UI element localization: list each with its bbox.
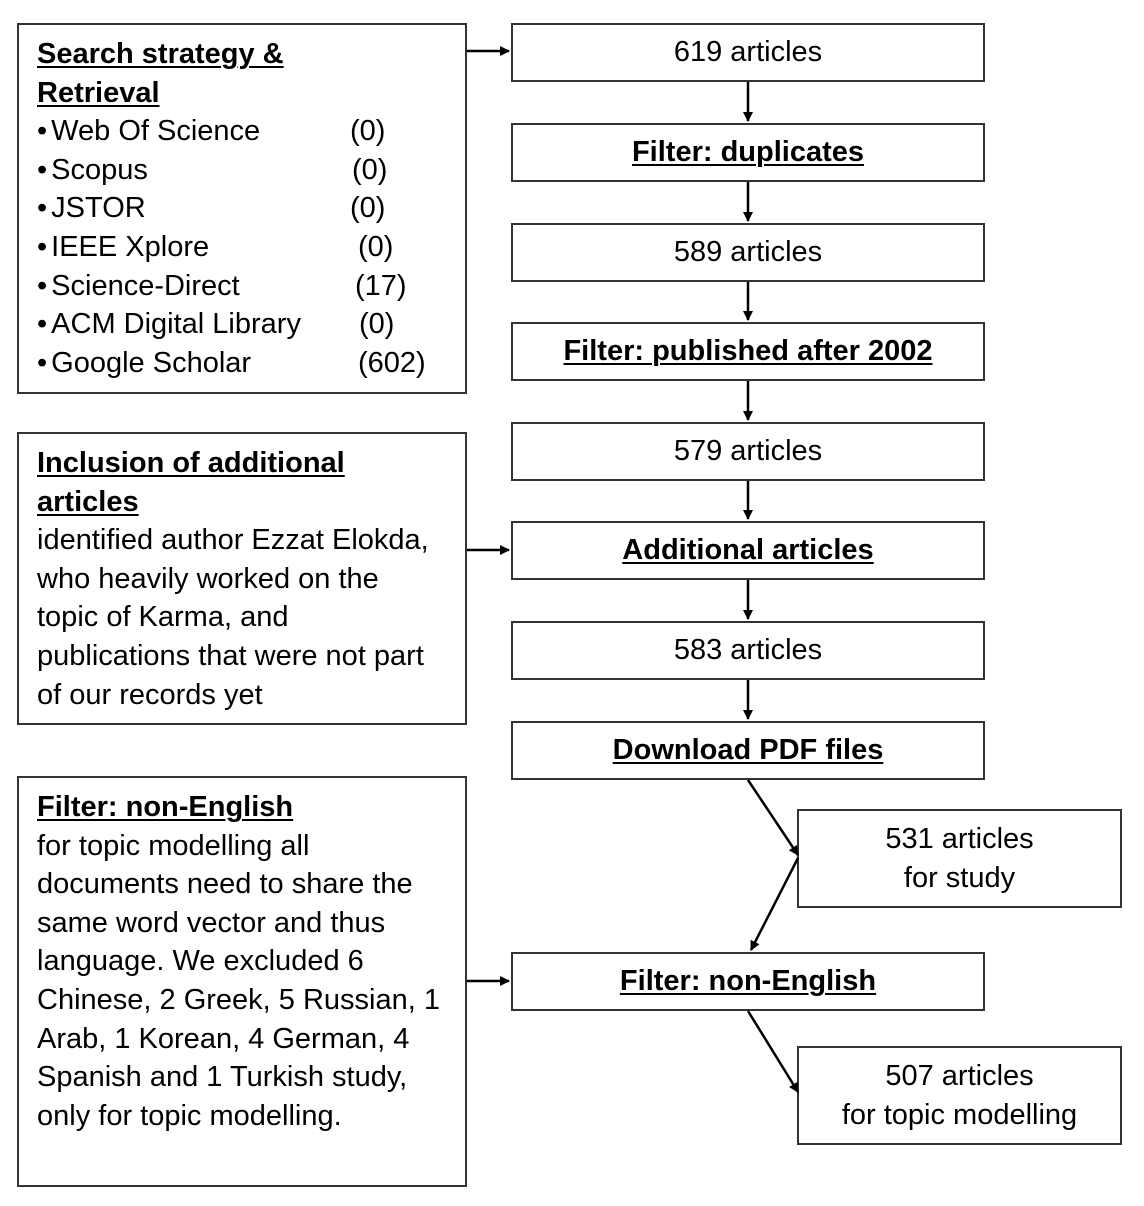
- source-name: IEEE Xplore: [51, 230, 210, 263]
- source-count: (0): [350, 115, 386, 148]
- source-count: (17): [355, 269, 407, 302]
- node-589-articles: 589 articles: [511, 223, 985, 282]
- bullet-icon: •: [37, 346, 48, 379]
- node-filter-duplicates: Filter: duplicates: [511, 123, 985, 182]
- search-strategy-box: Search strategy & Retrieval •Web Of Scie…: [17, 23, 467, 394]
- bullet-icon: •: [37, 192, 48, 225]
- nonenglish-note-heading: Filter: non-English: [37, 791, 294, 823]
- source-name: Google Scholar: [51, 346, 252, 379]
- node-download-pdf-files: Download PDF files: [511, 721, 985, 780]
- bullet-icon: •: [37, 153, 48, 186]
- arrow-531-to-nonenglish: [749, 857, 800, 951]
- nonenglish-note-text: for topic modelling all documents need t…: [37, 829, 440, 1132]
- source-name: Scopus: [51, 153, 148, 186]
- inclusion-heading: Inclusion of additional articles: [37, 447, 345, 518]
- source-list: •Web Of Science(0)•Scopus(0)•JSTOR(0)•IE…: [37, 112, 447, 382]
- source-name: ACM Digital Library: [51, 308, 301, 341]
- source-count: (0): [352, 153, 388, 186]
- additional-articles-label: Additional articles: [622, 534, 874, 566]
- node-619-label: 619 articles: [673, 36, 823, 68]
- filter-duplicates-label: Filter: duplicates: [631, 136, 865, 168]
- arrow-download-to-531: [746, 779, 800, 856]
- bullet-icon: •: [37, 269, 48, 302]
- arrow-nonenglish-to-507: [746, 1010, 800, 1093]
- node-531-line1: 531 articles: [885, 822, 1034, 855]
- source-item: •IEEE Xplore (0): [37, 228, 447, 267]
- node-579-label: 579 articles: [673, 435, 823, 467]
- source-count: (0): [350, 192, 386, 225]
- source-count: (0): [359, 308, 395, 341]
- source-count: (0): [358, 230, 394, 263]
- node-589-label: 589 articles: [673, 236, 823, 268]
- source-item: •Web Of Science (0): [37, 112, 447, 151]
- node-507-line2: for topic modelling: [841, 1098, 1078, 1131]
- bullet-icon: •: [37, 230, 48, 263]
- source-item: •JSTOR (0): [37, 189, 447, 228]
- nonenglish-note-box: Filter: non-English for topic modelling …: [17, 776, 467, 1187]
- inclusion-text: identified author Ezzat Elokda, who heav…: [37, 524, 429, 711]
- node-531-articles: 531 articles for study: [797, 809, 1122, 908]
- source-name: Science-Direct: [51, 269, 240, 302]
- source-name: Web Of Science: [51, 115, 261, 148]
- node-additional-articles: Additional articles: [511, 521, 985, 580]
- bullet-icon: •: [37, 308, 48, 341]
- source-item: •ACM Digital Library (0): [37, 305, 447, 344]
- node-507-articles: 507 articles for topic modelling: [797, 1046, 1122, 1145]
- source-item: •Science-Direct (17): [37, 267, 447, 306]
- node-579-articles: 579 articles: [511, 422, 985, 481]
- filter-2002-label: Filter: published after 2002: [563, 335, 933, 367]
- source-item: •Google Scholar (602): [37, 344, 447, 383]
- node-619-articles: 619 articles: [511, 23, 985, 82]
- node-filter-non-english: Filter: non-English: [511, 952, 985, 1011]
- node-507-line1: 507 articles: [885, 1059, 1034, 1092]
- source-item: •Scopus (0): [37, 151, 447, 190]
- bullet-icon: •: [37, 115, 48, 148]
- source-count: (602): [358, 346, 426, 379]
- node-583-label: 583 articles: [673, 634, 823, 666]
- node-531-line2: for study: [903, 861, 1016, 894]
- node-filter-published-after-2002: Filter: published after 2002: [511, 322, 985, 381]
- search-strategy-heading: Search strategy & Retrieval: [37, 38, 284, 109]
- source-name: JSTOR: [51, 192, 146, 225]
- download-pdf-label: Download PDF files: [612, 734, 884, 766]
- node-583-articles: 583 articles: [511, 621, 985, 680]
- inclusion-box: Inclusion of additional articles identif…: [17, 432, 467, 725]
- filter-nonenglish-label: Filter: non-English: [619, 965, 877, 997]
